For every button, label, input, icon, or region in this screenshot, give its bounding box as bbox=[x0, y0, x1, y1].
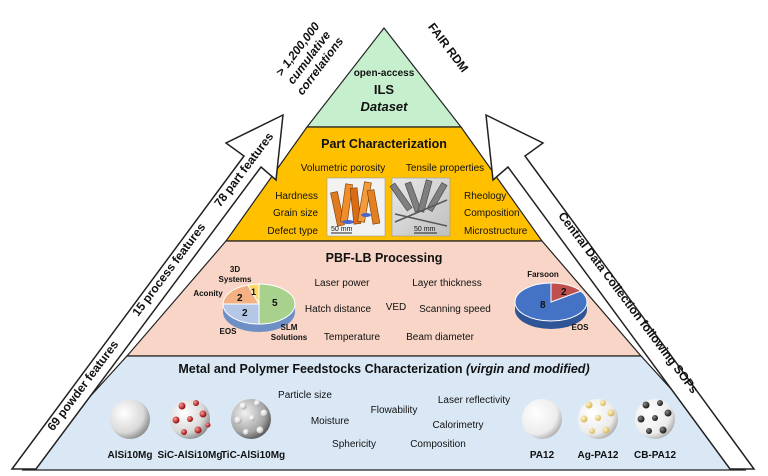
grain-size-label: Grain size bbox=[273, 208, 318, 219]
material-cb-pa12: CB-PA12 bbox=[634, 450, 676, 461]
material-sic-alsi10mg: SiC-AlSi10Mg bbox=[157, 450, 222, 461]
param-beam-diameter: Beam diameter bbox=[406, 332, 474, 343]
pie-right-label-farsoon: Farsoon bbox=[527, 270, 559, 279]
prop-laser-reflectivity: Laser reflectivity bbox=[438, 395, 510, 406]
material-pa12: PA12 bbox=[530, 450, 555, 461]
volumetric-porosity-label: Volumetric porosity bbox=[301, 163, 385, 174]
left-pie-chart: 5 2 2 1 3D Systems Aconity EOS SLM Solut… bbox=[193, 265, 307, 342]
pbf-processing-title: PBF-LB Processing bbox=[326, 251, 443, 265]
pie-left-label-slm-line1: SLM bbox=[281, 323, 298, 332]
material-ag-pa12: Ag-PA12 bbox=[578, 450, 619, 461]
right-pie-chart: 2 8 Farsoon EOS bbox=[514, 270, 590, 332]
rheology-label: Rheology bbox=[464, 191, 506, 202]
hardness-label: Hardness bbox=[275, 191, 318, 202]
material-alsi10mg: AlSi10Mg bbox=[107, 450, 152, 461]
particle-tic-alsi10mg bbox=[231, 399, 271, 439]
microstructure-label: Microstructure bbox=[464, 226, 528, 237]
param-ved: VED bbox=[386, 302, 407, 313]
pie-slice-3d-systems bbox=[247, 283, 260, 306]
particle-sic-alsi10mg bbox=[170, 399, 211, 439]
material-tic-alsi10mg: TiC-AlSi10Mg bbox=[221, 450, 285, 461]
feedstock-title: Metal and Polymer Feedstocks Characteriz… bbox=[178, 362, 589, 376]
param-scanning-speed: Scanning speed bbox=[419, 304, 491, 315]
pie-slice-slm bbox=[258, 283, 296, 325]
param-layer-thickness: Layer thickness bbox=[412, 278, 481, 289]
scale-bar-1: 50 mm bbox=[331, 226, 353, 233]
apex-line-2: ILS bbox=[374, 82, 395, 97]
feedstock-title-italic: (virgin and modified) bbox=[466, 362, 590, 376]
particle-pa12 bbox=[522, 399, 562, 439]
param-temperature: Temperature bbox=[324, 332, 381, 343]
prop-particle-size: Particle size bbox=[278, 390, 332, 401]
pie-right-value-eos: 8 bbox=[540, 300, 546, 311]
defect-type-label: Defect type bbox=[267, 226, 318, 237]
pie-slice-farsoon bbox=[550, 282, 583, 303]
apex-line-1: open-access bbox=[354, 68, 415, 79]
part-characterization-title: Part Characterization bbox=[321, 137, 447, 151]
tensile-properties-label: Tensile properties bbox=[406, 163, 484, 174]
fair-rdm-label: FAIR RDM bbox=[425, 20, 471, 75]
pie-left-label-3d-line2: Systems bbox=[219, 275, 252, 284]
right-up-arrow bbox=[485, 113, 756, 470]
left-up-arrow bbox=[10, 113, 284, 470]
pie-slice-aconity bbox=[222, 284, 260, 305]
porosity-image: 50 mm bbox=[326, 177, 386, 237]
prop-flowability: Flowability bbox=[371, 405, 418, 416]
particle-alsi10mg bbox=[110, 399, 150, 439]
pie-right-label-eos: EOS bbox=[572, 323, 590, 332]
pie-left-label-eos: EOS bbox=[220, 327, 238, 336]
pie-left-value-eos: 2 bbox=[242, 308, 248, 319]
apex-line-3: Dataset bbox=[361, 99, 409, 114]
pie-right-value-farsoon: 2 bbox=[561, 287, 567, 298]
pie-slice-eos-left bbox=[222, 303, 260, 325]
pie-left-label-slm-line2: Solutions bbox=[271, 333, 308, 342]
pie-left-value-3d: 1 bbox=[251, 287, 256, 297]
prop-moisture: Moisture bbox=[311, 416, 350, 427]
particle-cb-pa12 bbox=[635, 399, 675, 439]
pie-left-value-aconity: 2 bbox=[237, 293, 243, 304]
prop-calorimetry: Calorimetry bbox=[432, 420, 483, 431]
composition-part-label: Composition bbox=[464, 208, 520, 219]
scale-bar-2: 50 mm bbox=[414, 226, 436, 233]
param-laser-power: Laser power bbox=[314, 278, 370, 289]
pie-left-value-slm: 5 bbox=[272, 298, 278, 309]
particle-ag-pa12 bbox=[578, 399, 618, 439]
param-hatch-distance: Hatch distance bbox=[305, 304, 372, 315]
pie-left-label-aconity: Aconity bbox=[193, 289, 223, 298]
prop-composition-feed: Composition bbox=[410, 439, 466, 450]
prop-sphericity: Sphericity bbox=[332, 439, 376, 450]
pie-left-label-3d-line1: 3D bbox=[230, 265, 240, 274]
tensile-image: 50 mm bbox=[389, 177, 451, 237]
